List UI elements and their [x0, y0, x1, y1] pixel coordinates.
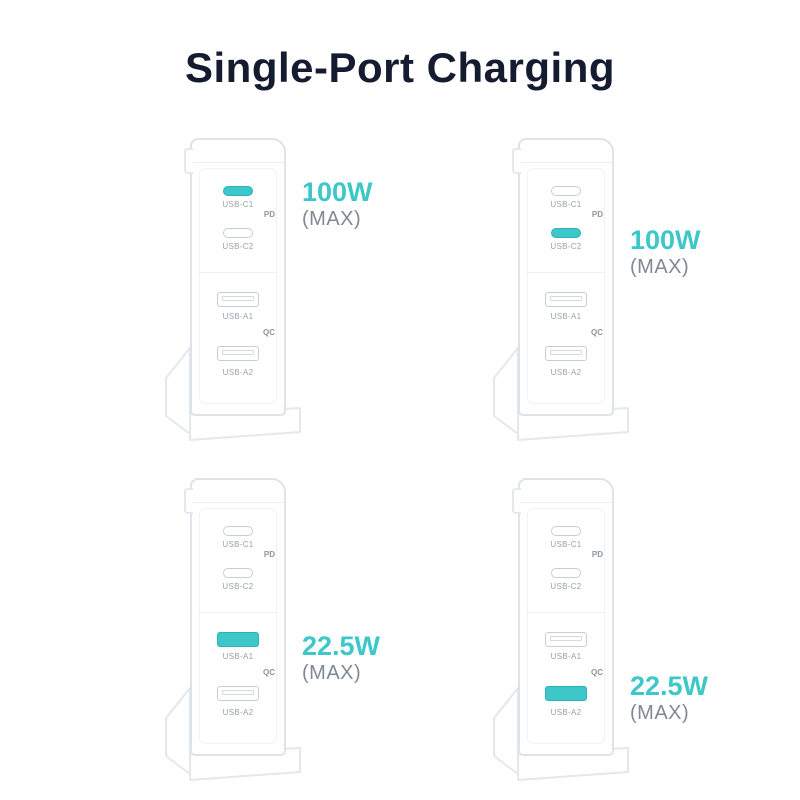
charger-cell: USB-C1 PD USB-C2 USB-A1 QC USB-A2 22.5W …: [165, 478, 380, 788]
usb-a2-port: [545, 686, 587, 701]
usb-a2-label: USB-A2: [222, 708, 254, 717]
usb-a2-label: USB-A2: [550, 708, 582, 717]
charger-top-cap: [192, 140, 284, 163]
usb-a1-label: USB-A1: [222, 652, 254, 661]
wattage-max-label: (MAX): [302, 208, 362, 231]
wattage-annotation: 100W (MAX): [302, 178, 373, 230]
usb-a1-port: [545, 292, 587, 307]
usb-c2-label: USB-C2: [550, 582, 582, 591]
charger-illustration: USB-C1 PD USB-C2 USB-A1 QC USB-A2: [493, 478, 629, 788]
usb-c1-label: USB-C1: [222, 200, 254, 209]
wattage-max-label: (MAX): [630, 702, 690, 725]
charger-stand: [165, 687, 301, 781]
usb-c1-port: [223, 526, 253, 536]
usb-c1-port: [223, 186, 253, 196]
wattage-max-label: (MAX): [302, 662, 362, 685]
charger-stand: [493, 687, 629, 781]
charger-illustration: USB-C1 PD USB-C2 USB-A1 QC USB-A2: [165, 478, 301, 788]
usb-c1-port: [551, 526, 581, 536]
usb-a1-label: USB-A1: [550, 312, 582, 321]
page-title: Single-Port Charging: [185, 44, 615, 91]
usb-a1-port: [217, 292, 259, 307]
usb-a2-label: USB-A2: [550, 368, 582, 377]
charger-side-tab: [512, 148, 521, 174]
charger-face-panel: [199, 508, 277, 744]
usb-c2-port: [551, 568, 581, 578]
charger-top-cap: [192, 480, 284, 503]
charger-seam: [526, 272, 606, 273]
pd-label: PD: [263, 210, 275, 219]
qc-label: QC: [591, 328, 603, 337]
charger-body: USB-C1 PD USB-C2 USB-A1 QC USB-A2: [184, 138, 286, 416]
qc-label: QC: [591, 668, 603, 677]
charger-side-tab: [184, 148, 193, 174]
usb-c1-label: USB-C1: [222, 540, 254, 549]
charger-face-panel: [527, 508, 605, 744]
charger-top-cap: [520, 480, 612, 503]
usb-c1-port: [551, 186, 581, 196]
wattage-value: 100W: [630, 225, 701, 255]
usb-a2-port: [217, 346, 259, 361]
charger-face-panel: [199, 168, 277, 404]
usb-c2-label: USB-C2: [222, 242, 254, 251]
pd-label: PD: [591, 210, 603, 219]
usb-a2-port: [545, 346, 587, 361]
usb-a1-label: USB-A1: [222, 312, 254, 321]
charger-illustration: USB-C1 PD USB-C2 USB-A1 QC USB-A2: [165, 138, 301, 448]
usb-a1-port: [217, 632, 259, 647]
charger-seam: [526, 612, 606, 613]
usb-a1-label: USB-A1: [550, 652, 582, 661]
charger-cell: USB-C1 PD USB-C2 USB-A1 QC USB-A2 100W (…: [165, 138, 373, 448]
wattage-value: 22.5W: [302, 631, 381, 661]
pd-label: PD: [263, 550, 275, 559]
charger-body: USB-C1 PD USB-C2 USB-A1 QC USB-A2: [184, 478, 286, 756]
qc-label: QC: [263, 668, 275, 677]
usb-c2-port: [551, 228, 581, 238]
wattage-annotation: 100W (MAX): [630, 226, 701, 278]
charger-cell: USB-C1 PD USB-C2 USB-A1 QC USB-A2 100W (…: [493, 138, 701, 448]
usb-c2-port: [223, 228, 253, 238]
wattage-max-label: (MAX): [630, 256, 690, 279]
wattage-annotation: 22.5W (MAX): [630, 672, 708, 724]
charger-side-tab: [184, 488, 193, 514]
usb-c2-port: [223, 568, 253, 578]
charger-stand: [493, 347, 629, 441]
charger-seam: [198, 272, 278, 273]
charger-side-tab: [512, 488, 521, 514]
charger-illustration: USB-C1 PD USB-C2 USB-A1 QC USB-A2: [493, 138, 629, 448]
pd-label: PD: [591, 550, 603, 559]
wattage-annotation: 22.5W (MAX): [302, 632, 380, 684]
charger-cell: USB-C1 PD USB-C2 USB-A1 QC USB-A2 22.5W …: [493, 478, 708, 788]
usb-a2-port: [217, 686, 259, 701]
charger-body: USB-C1 PD USB-C2 USB-A1 QC USB-A2: [512, 478, 614, 756]
charger-body: USB-C1 PD USB-C2 USB-A1 QC USB-A2: [512, 138, 614, 416]
charger-face-panel: [527, 168, 605, 404]
charger-top-cap: [520, 140, 612, 163]
charger-stand: [165, 347, 301, 441]
usb-c1-label: USB-C1: [550, 540, 582, 549]
usb-c2-label: USB-C2: [550, 242, 582, 251]
wattage-value: 100W: [302, 177, 373, 207]
charger-seam: [198, 612, 278, 613]
usb-c1-label: USB-C1: [550, 200, 582, 209]
qc-label: QC: [263, 328, 275, 337]
usb-c2-label: USB-C2: [222, 582, 254, 591]
usb-a1-port: [545, 632, 587, 647]
usb-a2-label: USB-A2: [222, 368, 254, 377]
wattage-value: 22.5W: [630, 671, 709, 701]
